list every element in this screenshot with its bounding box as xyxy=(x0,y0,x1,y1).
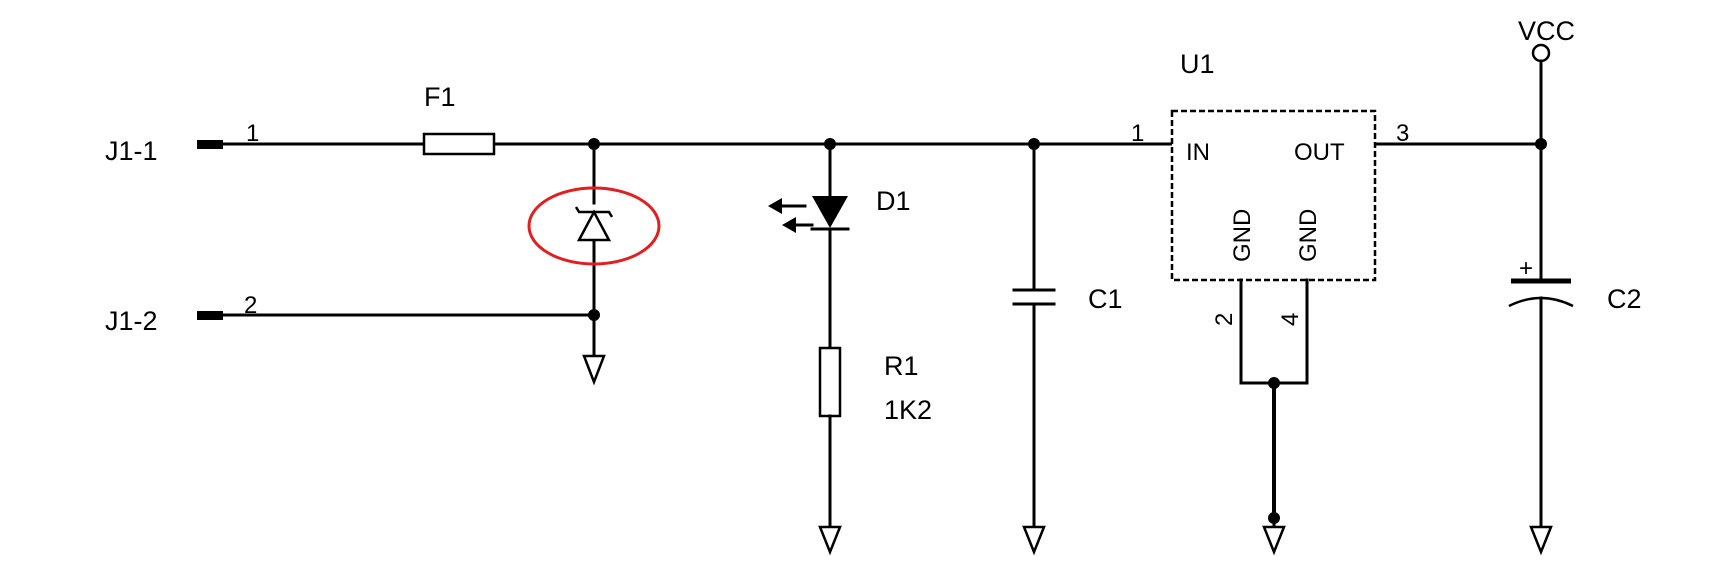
cap-c2-ref-label: C2 xyxy=(1607,284,1642,314)
led-ref-label: D1 xyxy=(876,186,911,216)
resistor-ref-label: R1 xyxy=(884,351,919,381)
regulator-pin-in-number: 1 xyxy=(1131,120,1144,147)
j1-2-pin-stub xyxy=(197,311,223,320)
capacitor-c1 xyxy=(1012,142,1056,529)
j1-pin-1-number: 1 xyxy=(246,120,259,147)
vcc-terminal-icon xyxy=(1531,43,1551,63)
regulator-pin-gnd-a-number: 2 xyxy=(1211,313,1238,326)
tvs-diode xyxy=(574,142,614,317)
cap-c1-ref-label: C1 xyxy=(1088,284,1123,314)
j1-2-label: J1-2 xyxy=(105,306,158,336)
resistor-r1 xyxy=(818,346,842,418)
fuse-f1 xyxy=(422,132,496,156)
regulator-in-label: IN xyxy=(1186,139,1210,166)
regulator-ref-label: U1 xyxy=(1180,49,1215,79)
junction-dots xyxy=(588,138,1547,524)
regulator-out-label: OUT xyxy=(1294,139,1345,166)
cap-c2-polarity-label: + xyxy=(1519,255,1533,282)
j1-1-label: J1-1 xyxy=(105,136,158,166)
regulator-gnd-label-a: GND xyxy=(1229,209,1256,262)
capacitor-c2 xyxy=(1508,59,1574,529)
ground-symbol-5 xyxy=(1529,525,1553,556)
fuse-ref-label: F1 xyxy=(424,82,456,112)
resistor-value-label: 1K2 xyxy=(884,395,932,425)
ground-symbol-3 xyxy=(1022,525,1046,556)
regulator-u1-body xyxy=(1170,109,1377,282)
regulator-pin-out-number: 3 xyxy=(1396,120,1409,147)
ground-symbol-2 xyxy=(818,414,842,556)
regulator-gnd-label-b: GND xyxy=(1295,209,1322,262)
highlight-circle xyxy=(527,186,661,266)
ground-symbol-1 xyxy=(582,313,606,386)
led-d1 xyxy=(810,142,850,350)
regulator-pin-gnd-b-number: 4 xyxy=(1277,313,1304,326)
j1-pin-2-number: 2 xyxy=(244,292,257,319)
led-light-arrows-icon xyxy=(768,198,814,233)
j1-1-pin-stub xyxy=(197,140,223,149)
vcc-label: VCC xyxy=(1518,16,1575,46)
